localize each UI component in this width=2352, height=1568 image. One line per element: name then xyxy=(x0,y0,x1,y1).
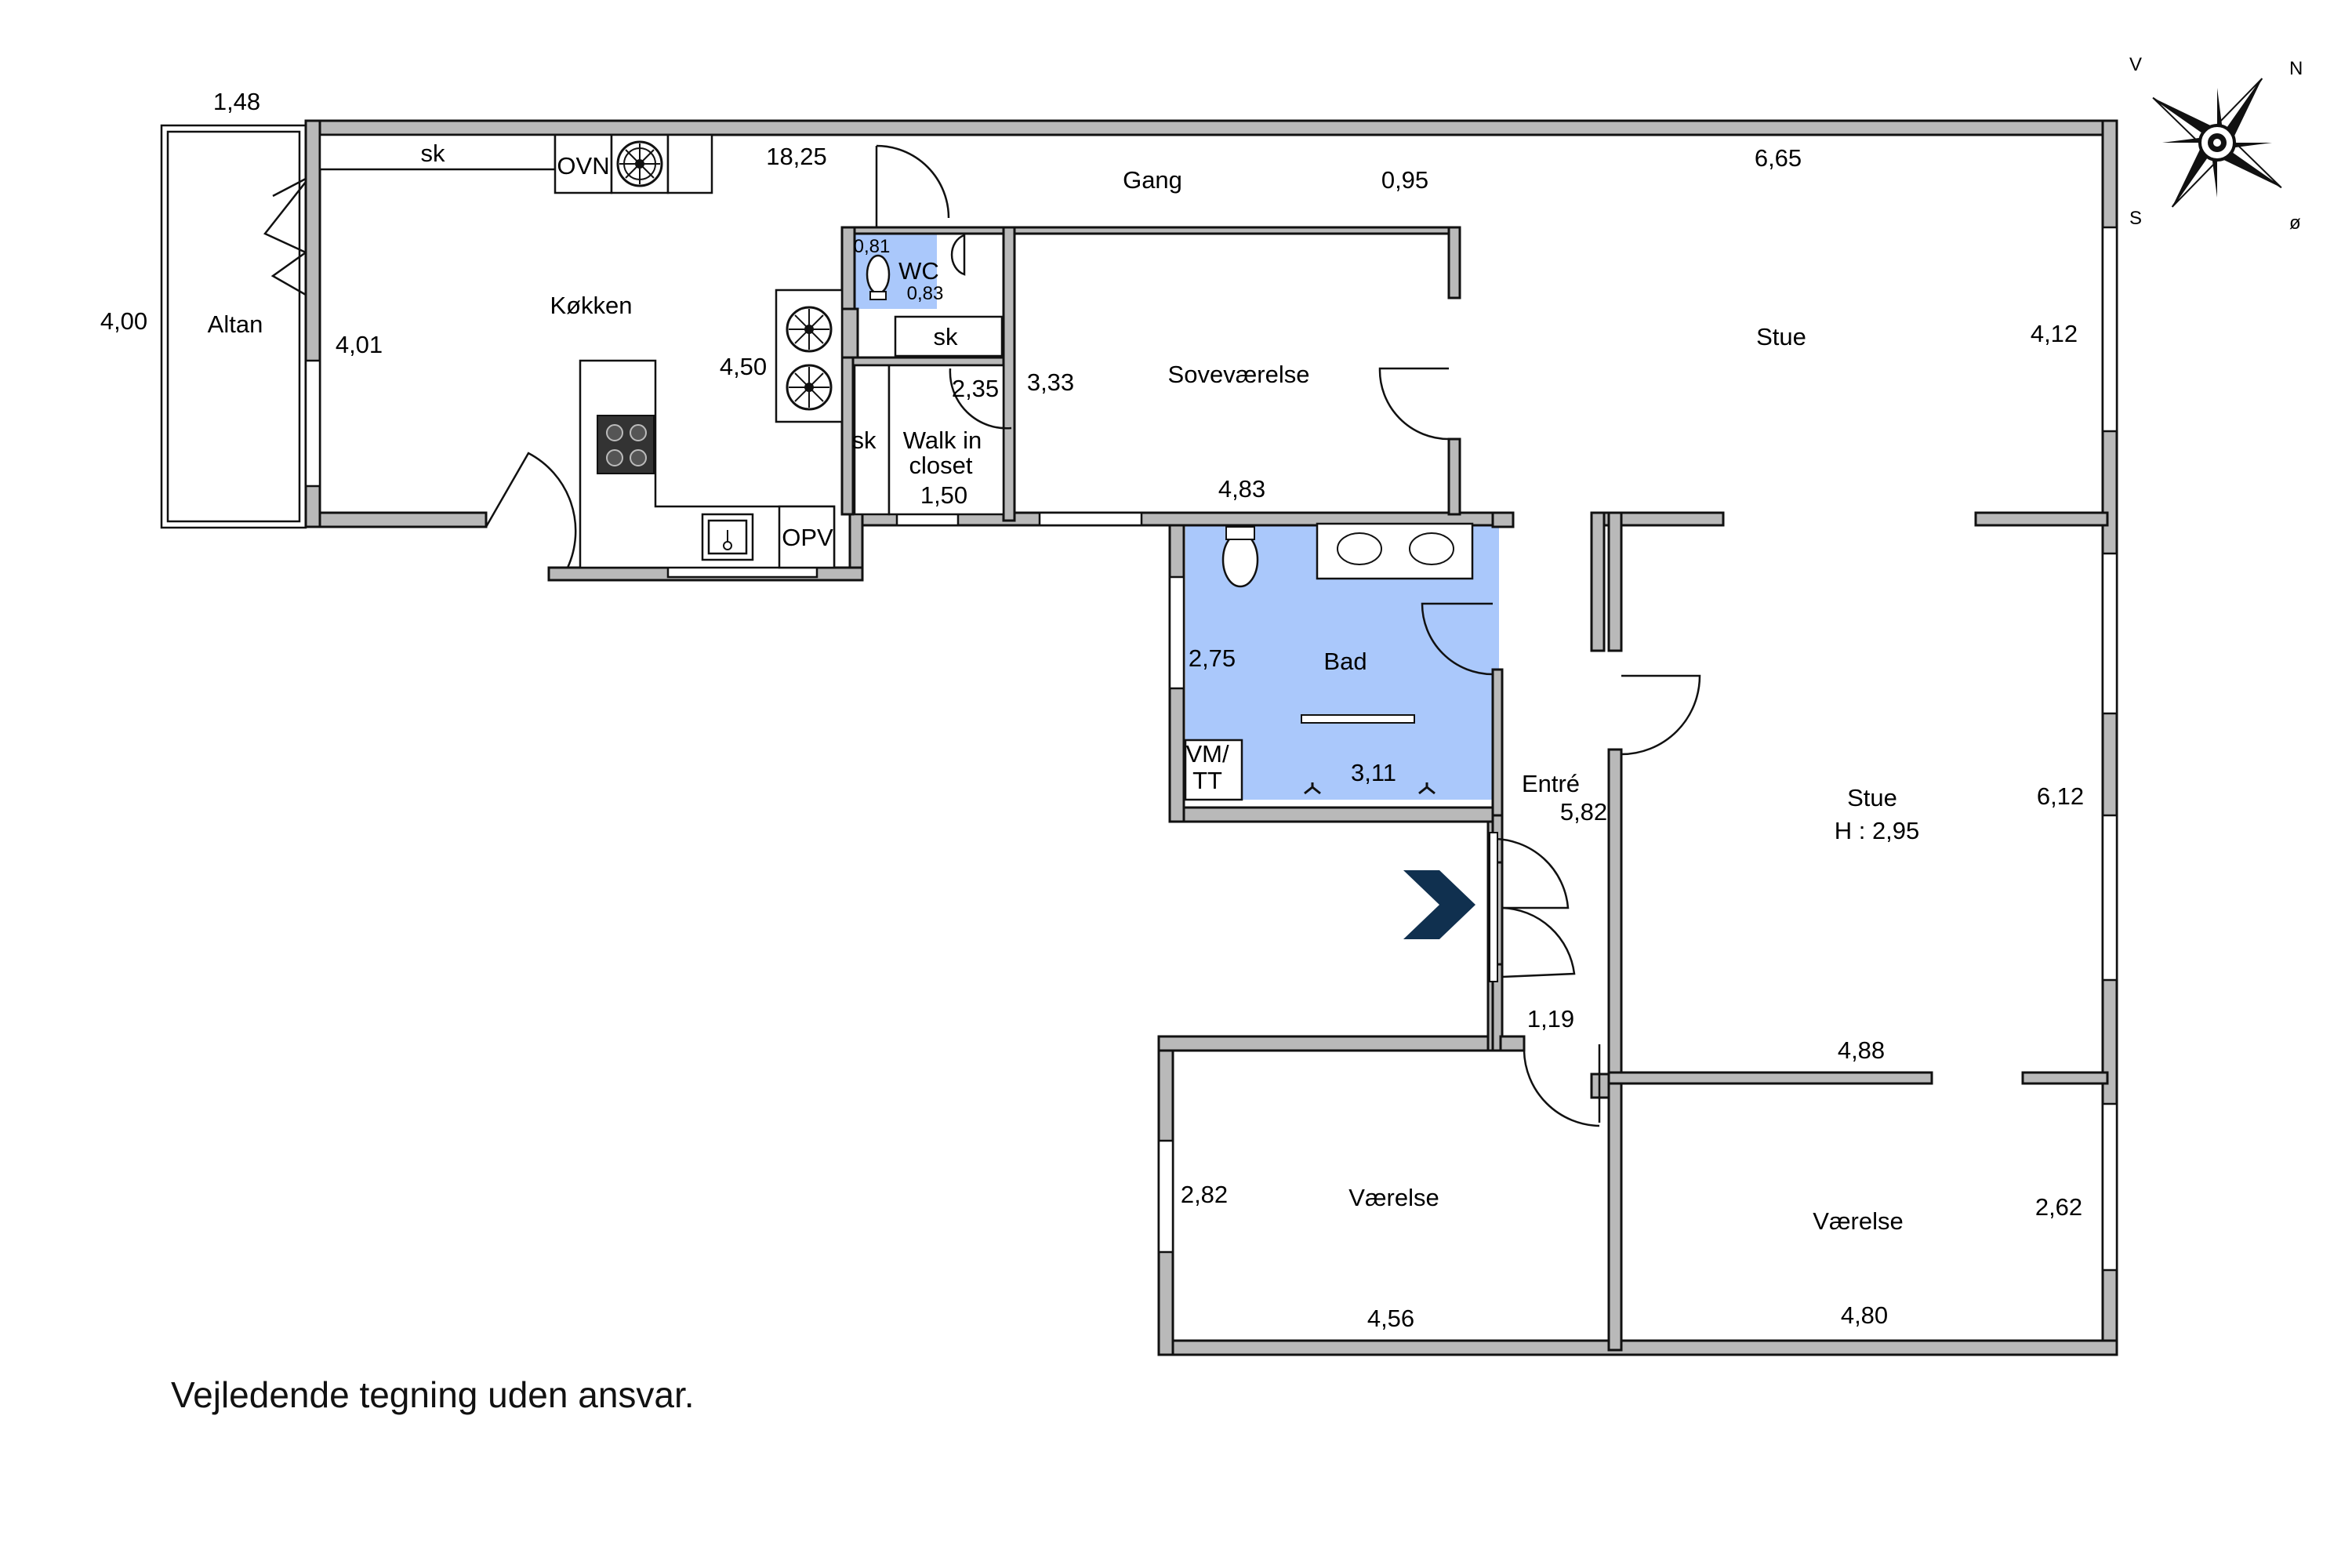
fixture-label-tt: TT xyxy=(1192,767,1222,794)
extractor-fan-icon xyxy=(786,364,833,411)
room-label-walkin-2: closet xyxy=(909,452,973,479)
room-label-gang: Gang xyxy=(1123,166,1182,194)
kitchen-fixtures xyxy=(318,133,844,569)
dim-vaer-left-h: 2,82 xyxy=(1181,1181,1228,1208)
dim-bad-h: 2,75 xyxy=(1189,644,1236,672)
room-label-wc: WC xyxy=(898,257,939,285)
room-label-kokken: Køkken xyxy=(550,292,632,319)
dim-kitchen-h: 4,01 xyxy=(336,331,383,358)
windows xyxy=(304,226,2118,1272)
fixture-label-ovn: OVN xyxy=(557,152,609,180)
interior-walls xyxy=(840,226,2109,1352)
room-label-bad: Bad xyxy=(1323,648,1367,675)
shower-tap-icon xyxy=(1304,782,1321,795)
dim-stue-main-h: 6,12 xyxy=(2037,782,2084,810)
dim-vaer-right-h: 2,62 xyxy=(2035,1193,2082,1221)
dim-stue-main-w: 4,88 xyxy=(1838,1036,1885,1064)
compass-north-label: N xyxy=(2289,58,2303,79)
stove-icon xyxy=(597,415,655,474)
oven xyxy=(554,133,613,194)
dim-sove-h: 3,33 xyxy=(1027,368,1074,396)
compass-west-label: V xyxy=(2129,54,2142,75)
dishwasher xyxy=(778,505,836,569)
dim-altan-h: 4,00 xyxy=(100,307,147,335)
room-label-stue-main: Stue xyxy=(1847,784,1897,811)
fixture-label-sk-closet-side: sk xyxy=(852,426,877,454)
extractor-fan-icon xyxy=(786,306,833,353)
dim-stue-top-w: 6,65 xyxy=(1755,144,1802,172)
dim-entre-w: 1,19 xyxy=(1527,1005,1574,1033)
dim-sove-w: 4,83 xyxy=(1218,475,1265,503)
dim-altan-w: 1,48 xyxy=(213,88,260,115)
dim-wc-h: 0,83 xyxy=(907,283,944,304)
room-label-stue-height: H : 2,95 xyxy=(1835,817,1920,844)
dim-closet-w: 2,35 xyxy=(952,375,999,402)
fixture-label-vm: VM/ xyxy=(1185,740,1229,768)
dim-closet-h: 1,50 xyxy=(920,481,967,509)
disclaimer-text: Vejledende tegning uden ansvar. xyxy=(171,1374,695,1415)
bad-fixtures xyxy=(1184,522,1474,801)
shower-tap-icon xyxy=(1418,782,1436,795)
toilet-icon xyxy=(866,254,891,295)
room-label-entre: Entré xyxy=(1522,770,1580,797)
dim-vaer-right-w: 4,80 xyxy=(1841,1301,1888,1329)
compass-east-label: ø xyxy=(2289,212,2301,234)
room-label-vaerelse-right: Værelse xyxy=(1813,1207,1903,1235)
wash-basin-icon xyxy=(950,234,966,276)
dim-kitchen-inner: 4,50 xyxy=(720,353,767,380)
dim-entre-len: 5,82 xyxy=(1560,798,1607,826)
fixture-label-sk-kitchen: sk xyxy=(421,140,446,167)
closet-fixtures xyxy=(853,315,1005,516)
compass-icon xyxy=(2152,78,2282,208)
entry-arrow-icon xyxy=(1403,870,1475,939)
room-label-vaerelse-left: Værelse xyxy=(1348,1184,1439,1211)
fixture-label-opv: OPV xyxy=(782,524,833,551)
wc-fixtures xyxy=(866,234,966,300)
room-label-sovevaerelse: Soveværelse xyxy=(1168,361,1310,388)
dim-vaer-left-w: 4,56 xyxy=(1367,1305,1414,1332)
compass-south-label: S xyxy=(2129,208,2142,229)
wash-basin-icon xyxy=(1337,532,1382,565)
dim-gang-w: 0,95 xyxy=(1381,166,1428,194)
dim-gang-len: 18,25 xyxy=(766,143,827,170)
dim-wc-w: 0,81 xyxy=(854,236,891,257)
room-label-walkin-1: Walk in xyxy=(903,426,982,454)
dim-bad-w: 3,11 xyxy=(1351,759,1396,786)
dim-stue-top-h: 4,12 xyxy=(2031,320,2078,347)
doors xyxy=(263,144,1701,1127)
room-label-stue-top: Stue xyxy=(1756,323,1806,350)
wash-basin-icon xyxy=(1409,532,1454,565)
extractor-fan-icon xyxy=(616,140,663,187)
room-label-altan: Altan xyxy=(208,310,263,338)
toilet-icon xyxy=(1221,532,1259,588)
fixture-label-sk-closet-top: sk xyxy=(934,323,959,350)
washer-dryer xyxy=(1184,739,1243,801)
